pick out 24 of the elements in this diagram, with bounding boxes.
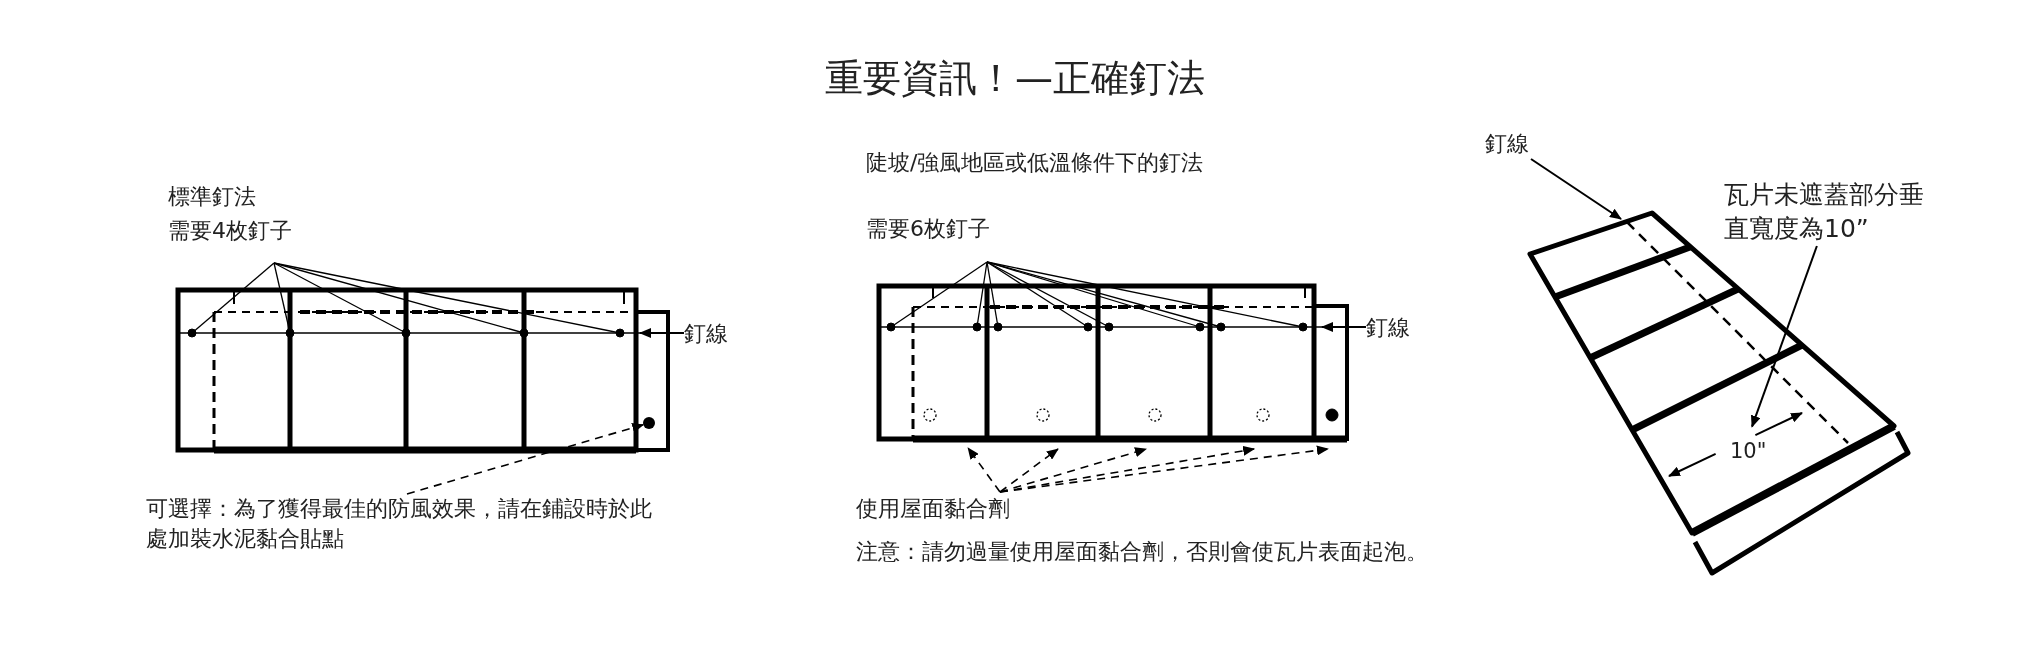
leader-arrow: [1530, 158, 1622, 220]
section-heading: 標準釘法: [168, 183, 256, 211]
nail-count-text: 需要4枚釘子: [168, 217, 292, 245]
callout-text: 釘線: [1485, 130, 1530, 158]
leader-arrow: [967, 447, 1001, 493]
leader-arrow: [1751, 245, 1818, 428]
nail-line: [177, 332, 641, 334]
callout-text: 釘線: [684, 320, 729, 348]
cement-dot: [643, 417, 655, 429]
dimension-line: [1668, 412, 1803, 477]
diagram-title: 重要資訊！—正確釘法: [824, 55, 1206, 102]
leader-arrow: [639, 328, 685, 338]
nail-line: [878, 326, 1323, 328]
section-heading: 陡坡/強風地區或低溫條件下的釘法: [866, 149, 1204, 177]
leader-arrow: [999, 445, 1329, 493]
callout-text: 釘線: [1366, 314, 1411, 342]
leader-arrow: [406, 423, 645, 495]
callout-text: 瓦片未遮蓋部分垂直寬度為10”: [1724, 179, 1925, 245]
nail-count-text: 需要6枚釘子: [866, 215, 990, 243]
callout-text: 可選擇：為了獲得最佳的防風效果，請在鋪設時於此處加裝水泥黏合貼點: [146, 495, 653, 553]
leader-arrow: [999, 448, 1059, 493]
note-text: 注意：請勿過量使用屋面黏合劑，否則會使瓦片表面起泡。: [856, 538, 1428, 566]
leader-arrow: [1321, 322, 1367, 332]
leader-arrow: [999, 447, 1147, 493]
